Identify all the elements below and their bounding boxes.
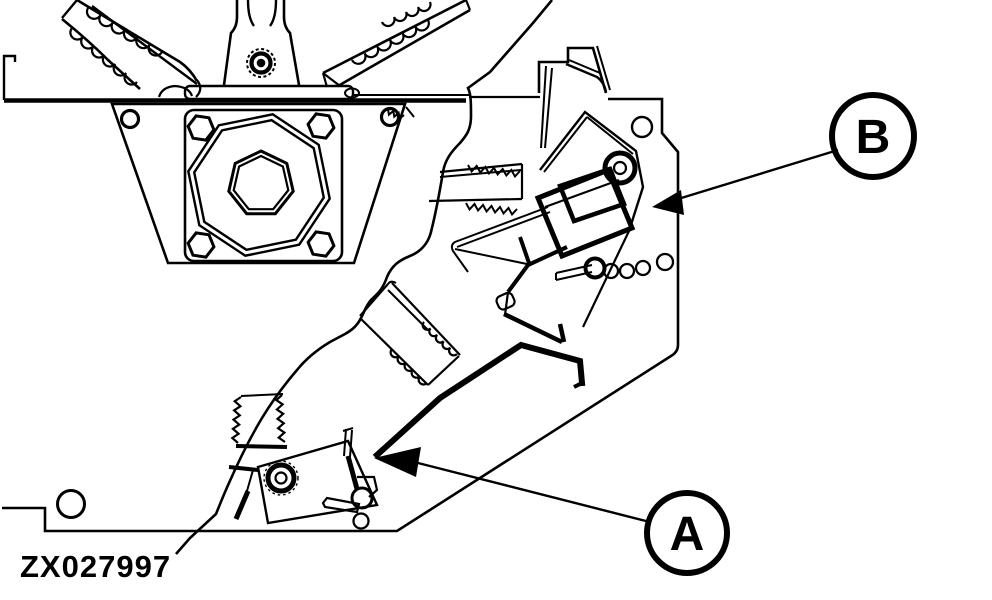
lever-arm-thick	[506, 245, 568, 294]
pin	[342, 427, 354, 458]
pivot-bolt-ring	[249, 51, 273, 75]
hex-bolt	[186, 231, 216, 259]
shaft-heptagon-outer	[227, 149, 295, 216]
bar-mark-line	[405, 106, 415, 118]
callout-a-arrowhead	[374, 447, 421, 477]
trapezoid-plate	[110, 102, 407, 265]
callout-b-label: B	[856, 111, 891, 164]
serration	[380, 1, 432, 28]
pivot-bolt-center	[256, 58, 266, 68]
callout-b-leader-line	[677, 148, 839, 201]
pivot-bolt-center	[612, 160, 628, 176]
serration	[389, 348, 428, 386]
figure-id-label: ZX027997	[20, 549, 171, 584]
boss-octagon-inner	[192, 118, 326, 252]
left-arm	[61, 0, 202, 98]
body-top-notch-double	[596, 45, 611, 91]
serration	[465, 202, 518, 217]
serration	[69, 27, 138, 86]
serration	[274, 394, 287, 443]
callout-b-arrowhead	[652, 190, 684, 215]
blade-sliver	[540, 65, 547, 149]
bolt-hole	[379, 106, 401, 128]
hex-bolt	[186, 114, 216, 142]
hex-bolt	[306, 112, 336, 140]
link-rod-line	[456, 211, 551, 248]
adjustment-hole	[655, 252, 675, 272]
pin-hook	[357, 475, 379, 498]
pivot-bolt	[265, 462, 297, 494]
center-arm	[222, 0, 301, 86]
serrated-band-tilted	[359, 280, 461, 386]
spider-assembly	[4, 0, 540, 103]
body-main-outline	[2, 97, 680, 533]
panel-hole	[630, 115, 654, 139]
lever-thick	[233, 490, 251, 520]
serration	[351, 19, 430, 65]
hook-strip-double	[568, 59, 601, 74]
bar-marks	[387, 108, 405, 121]
serrated-band-horizontal	[428, 162, 524, 217]
bolt-hole	[119, 108, 141, 130]
callout-b-circle	[829, 92, 917, 180]
link-rod-line	[450, 206, 549, 273]
machine-body	[2, 0, 680, 555]
pivot-bolt-halo	[263, 460, 299, 496]
control-rod-thick	[372, 341, 586, 460]
callout-a-leader-line	[417, 461, 647, 523]
serration	[421, 321, 458, 357]
serration	[230, 396, 243, 444]
callout-b: B	[652, 92, 917, 215]
mount-plate	[110, 102, 407, 265]
bracket-plate	[256, 439, 379, 525]
lever-cap	[557, 166, 627, 224]
bracket-b-assembly	[450, 110, 675, 345]
bracket-pentagon	[539, 110, 645, 232]
body-left-edge	[175, 0, 554, 555]
right-arm	[321, 0, 472, 99]
bracket-a-assembly	[228, 341, 586, 530]
slot	[321, 496, 361, 514]
clip	[495, 291, 516, 311]
serration	[467, 164, 521, 179]
adjustment-hole	[602, 262, 620, 280]
pivot-bolt	[602, 150, 638, 186]
bearing-plate	[183, 108, 344, 263]
hook-strip	[565, 62, 608, 93]
flange-plate	[183, 84, 355, 101]
adjustment-hole	[634, 259, 652, 277]
callout-a-circle	[644, 490, 730, 576]
hex-bolt	[306, 230, 336, 258]
shaft-heptagon-inner	[232, 154, 290, 211]
small-rod	[555, 264, 593, 281]
washer	[350, 486, 374, 510]
link-rod-line	[454, 248, 528, 265]
panel-hole	[56, 489, 86, 519]
adjustment-hole	[618, 262, 636, 280]
plate-hole	[352, 512, 370, 530]
body-top-notch	[537, 46, 608, 94]
adjustment-hole	[583, 256, 607, 280]
callout-a: A	[374, 447, 730, 576]
serrated-band-small	[230, 393, 288, 449]
boss-octagon-outer	[187, 113, 331, 257]
pivot-bolt-center	[274, 471, 288, 485]
edge-bracket	[2, 54, 17, 100]
pin-thick	[345, 455, 360, 490]
pivot-bolt-outer	[246, 48, 276, 78]
blade-sliver	[544, 67, 553, 149]
callout-a-label: A	[670, 508, 705, 561]
